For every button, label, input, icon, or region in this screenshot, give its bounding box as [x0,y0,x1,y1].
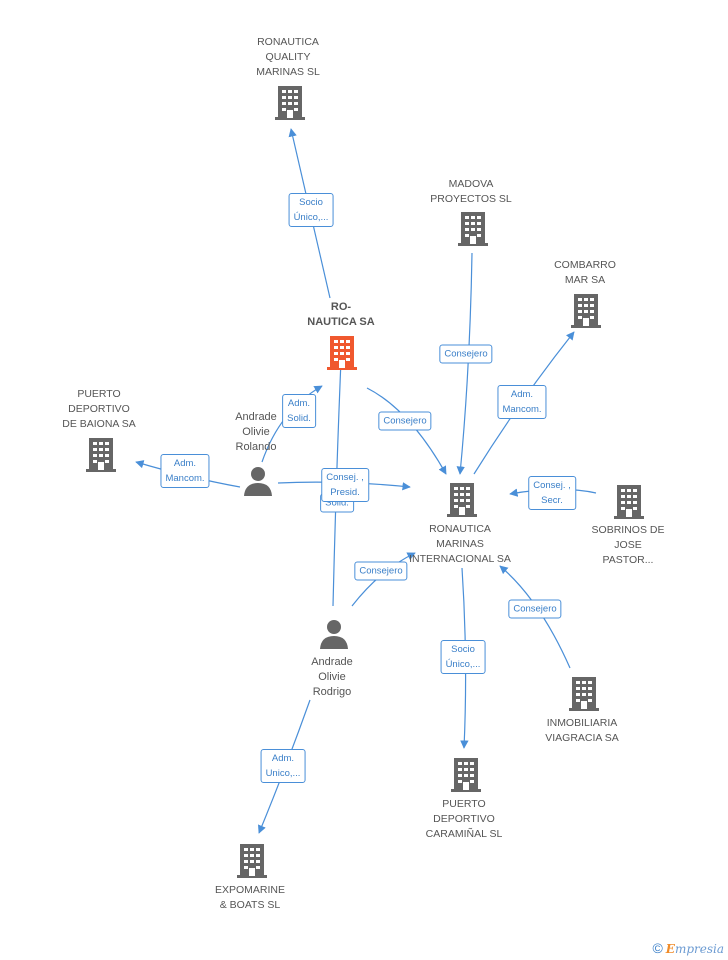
text-line: RONAUTICA [429,523,491,535]
text-line: INMOBILIARIA [546,717,618,729]
text-line: Mancom. [502,404,542,415]
edge-label-consejero[interactable]: Consejero [439,344,493,364]
building-icon[interactable] [451,758,481,792]
person-icon[interactable] [243,466,273,496]
text-line: INTERNACIONAL SA [409,553,511,565]
text-line: MARINAS [436,538,484,550]
text-line: Mancom. [165,473,205,484]
text-line: Consejero [513,603,557,615]
text-line: Presid. [330,487,360,498]
main-building-icon[interactable] [327,336,357,370]
person-icon[interactable] [319,619,349,649]
edge-label-consejero[interactable]: Consejero [508,599,562,619]
text-line: Adm. [271,753,295,764]
text-line: Rolando [235,441,277,453]
edge-label-adm-mancom[interactable]: Adm. Mancom. [497,385,547,419]
edge-label-consej-presid[interactable]: Consej. , Presid. [321,468,369,502]
text-line: COMBARRO [554,259,616,271]
edge-label-adm-unico[interactable]: Adm. Unico,... [260,749,306,783]
text-line: Socio [299,197,323,208]
node-label-ronautica-main[interactable]: RO- NAUTICA SA [307,300,374,330]
brand-logo-e: E [665,942,675,956]
building-icon[interactable] [275,86,305,120]
text-line: Unico,... [265,768,301,779]
text-line: Secr. [541,495,563,506]
text-line: Andrade [235,411,277,423]
text-line: Adm. [287,398,311,409]
text-line: PASTOR... [602,554,654,566]
node-label-expomarine[interactable]: EXPOMARINE & BOATS SL [215,883,285,913]
text-line: Solid. [325,497,349,509]
text-line: Consejero [359,565,403,577]
edge-label-adm-mancom[interactable]: Adm. Mancom. [160,454,210,488]
text-line: Consej. , [326,472,364,483]
edge-madova-to-marinas [456,252,473,475]
text-line: PUERTO [77,388,121,400]
node-label-puerto-baiona[interactable]: PUERTO DEPORTIVO DE BAIONA SA [62,387,136,432]
text-line: Adm. [173,458,197,469]
text-line: EXPOMARINE [214,884,286,896]
building-icon[interactable] [86,438,116,472]
text-line: Consejero [444,348,488,360]
edge-label-adm-solid[interactable]: Adm. Solid. [282,394,316,428]
text-line: QUALITY [265,51,311,63]
text-line: & BOATS SL [219,899,281,911]
empresia-watermark: ©Empresia [652,940,724,956]
building-icon[interactable] [614,485,644,519]
text-line: Único,... [445,659,481,670]
text-line: RO- [330,301,352,313]
text-line: VIAGRACIA SA [545,732,619,744]
text-line: Solid. [287,413,311,424]
text-line: Adm. [510,389,534,400]
node-label-ronautica-marinas[interactable]: RONAUTICA MARINAS INTERNACIONAL SA [409,522,511,567]
building-icon[interactable] [237,844,267,878]
node-label-sobrinos[interactable]: SOBRINOS DE JOSE PASTOR... [592,523,665,568]
text-line: Rodrigo [312,686,352,698]
text-line: MADOVA [448,178,494,190]
node-label-ronautica-quality[interactable]: RONAUTICA QUALITY MARINAS SL [256,35,320,80]
node-label-combarro[interactable]: COMBARRO MAR SA [554,258,616,288]
building-icon[interactable] [569,677,599,711]
building-icon[interactable] [458,212,488,246]
building-icon[interactable] [571,294,601,328]
edge-label-consej-secr[interactable]: Consej. , Secr. [528,476,576,510]
text-line: Andrade [311,656,353,668]
text-line: DEPORTIVO [433,813,495,825]
text-line: Olivie [242,426,270,438]
text-line: CARAMIÑAL SL [425,828,503,840]
edge-label-consejero[interactable]: Consejero [378,411,432,431]
copyright-icon: © [652,940,663,956]
edge-main-to-marinas [366,387,447,475]
text-line: DE BAIONA SA [62,418,136,430]
text-line: SOBRINOS DE [591,524,665,536]
text-line: PROYECTOS SL [430,193,512,205]
text-line: Socio [451,644,475,655]
node-label-madova[interactable]: MADOVA PROYECTOS SL [430,177,512,207]
text-line: Consej. , [533,480,571,491]
text-line: JOSE [614,539,642,551]
node-label-puerto-caraminal[interactable]: PUERTO DEPORTIVO CARAMIÑAL SL [426,797,503,842]
text-line: MAR SA [564,274,606,286]
text-line: Olivie [318,671,346,683]
brand-logo-text: mpresia [674,942,724,956]
node-label-inmobiliaria[interactable]: INMOBILIARIA VIAGRACIA SA [545,716,619,746]
text-line: DEPORTIVO [68,403,130,415]
text-line: PUERTO [442,798,486,810]
text-line: MARINAS SL [256,66,320,78]
text-line: Consejero [383,415,427,427]
edge-label-consejero[interactable]: Consejero [354,561,408,581]
text-line: Único,... [293,212,329,223]
building-icon[interactable] [447,483,477,517]
text-line: NAUTICA SA [307,316,375,328]
text-line: RONAUTICA [257,36,319,48]
